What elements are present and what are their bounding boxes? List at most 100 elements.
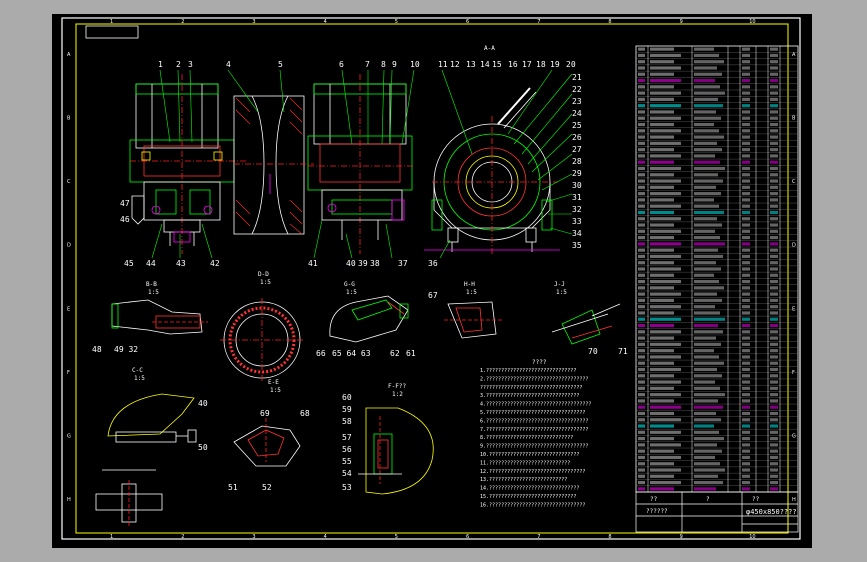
bom-mark bbox=[694, 267, 721, 271]
bom-mark bbox=[694, 254, 723, 259]
note-line: 5.????????????????????????????????? bbox=[480, 410, 585, 416]
bom-mark bbox=[638, 273, 645, 277]
bom-mark bbox=[694, 355, 719, 359]
note-line: 1.?????????????????????????????? bbox=[480, 368, 576, 374]
bom-mark bbox=[650, 474, 674, 478]
bom-mark bbox=[638, 254, 645, 259]
bom-mark bbox=[650, 298, 674, 302]
balloon: 26 bbox=[572, 133, 582, 142]
leader-lines bbox=[151, 69, 573, 259]
svg-text:1:5: 1:5 bbox=[148, 289, 159, 296]
bom-mark bbox=[694, 60, 724, 64]
bom-mark bbox=[638, 116, 645, 120]
zone-col-label: 2 bbox=[181, 534, 184, 540]
bom-mark bbox=[770, 129, 778, 133]
bom-mark bbox=[694, 47, 714, 51]
bom-mark bbox=[742, 154, 750, 158]
bom-mark bbox=[742, 305, 750, 309]
bom-mark bbox=[694, 399, 718, 403]
balloon-lower-ff: 60 59 58 57 56 55 54 53 bbox=[342, 393, 352, 492]
balloon: 50 bbox=[198, 443, 208, 452]
bom-mark bbox=[742, 455, 750, 460]
bom-mark bbox=[638, 455, 645, 460]
balloon: 20 bbox=[566, 60, 576, 69]
bom-mark bbox=[694, 286, 724, 290]
bom-mark bbox=[638, 462, 645, 466]
note-line: 2.?????????????????????????????????? bbox=[480, 376, 588, 382]
balloon: 23 bbox=[572, 97, 582, 106]
title-block: ?? ? ?????? ?? φ450x850???? bbox=[635, 491, 799, 533]
bom-mark bbox=[770, 311, 778, 315]
balloon: 19 bbox=[550, 60, 560, 69]
bom-mark bbox=[770, 418, 778, 422]
bom-mark bbox=[742, 279, 750, 284]
bom-mark bbox=[742, 430, 750, 434]
drawing-number: φ450x850???? bbox=[746, 508, 797, 516]
balloon: 8 bbox=[381, 60, 386, 69]
bom-mark bbox=[638, 418, 645, 422]
detail-bottom-left bbox=[95, 469, 163, 526]
bom-mark bbox=[742, 462, 750, 466]
bom-mark bbox=[638, 229, 645, 233]
bom-mark bbox=[638, 292, 645, 296]
zone-col-label: 8 bbox=[608, 19, 611, 25]
bom-mark bbox=[638, 141, 645, 145]
note-line: 9.?????????????????????????????????? bbox=[480, 444, 588, 450]
bom-mark bbox=[650, 110, 674, 114]
bom-mark bbox=[650, 179, 681, 183]
bom-mark bbox=[742, 374, 750, 378]
bom-mark bbox=[694, 292, 717, 296]
bom-mark bbox=[694, 122, 714, 127]
zone-col-label: 5 bbox=[395, 534, 398, 540]
bom-mark bbox=[742, 267, 750, 271]
bom-mark bbox=[650, 204, 681, 208]
bom-mark bbox=[650, 116, 681, 120]
bom-mark bbox=[694, 110, 716, 114]
bom-mark bbox=[650, 122, 674, 127]
view-label-a-a: A-A bbox=[484, 45, 495, 52]
bom-mark bbox=[742, 66, 750, 70]
bom-mark bbox=[742, 342, 750, 346]
bom-mark bbox=[770, 405, 778, 409]
balloon: 11 bbox=[438, 60, 448, 69]
bom-mark bbox=[638, 342, 645, 346]
bom-mark bbox=[742, 367, 750, 372]
title-cell: ?????? bbox=[646, 508, 668, 515]
bom-mark bbox=[694, 223, 722, 227]
bom-mark bbox=[742, 298, 750, 302]
bom-mark bbox=[770, 47, 778, 51]
zone-row-label: A bbox=[792, 52, 796, 58]
bom-mark bbox=[742, 166, 750, 171]
bom-mark bbox=[742, 53, 750, 57]
bom-mark bbox=[742, 317, 750, 321]
sheet-border bbox=[61, 17, 801, 540]
zone-row-label: F bbox=[792, 370, 795, 376]
balloon: 37 bbox=[398, 259, 408, 268]
bom-mark bbox=[742, 273, 750, 277]
bom-mark bbox=[650, 192, 681, 196]
bom-mark bbox=[638, 85, 645, 89]
bom-mark bbox=[770, 361, 778, 365]
bom-mark bbox=[638, 279, 645, 284]
bom-mark bbox=[650, 236, 674, 240]
zone-row-label: B bbox=[792, 115, 796, 121]
bom-mark bbox=[638, 374, 645, 378]
bom-mark bbox=[694, 204, 719, 208]
bom-mark bbox=[694, 374, 722, 378]
bom-mark bbox=[650, 273, 674, 277]
bom-mark bbox=[650, 380, 681, 384]
bom-mark bbox=[650, 361, 674, 365]
bom-mark bbox=[638, 160, 645, 164]
bom-mark bbox=[770, 248, 778, 252]
balloon: 32 bbox=[572, 205, 582, 214]
bom-mark bbox=[694, 336, 716, 340]
bom-mark bbox=[770, 53, 778, 57]
roll-section bbox=[233, 95, 314, 235]
zone-row-label: F bbox=[67, 370, 70, 376]
bom-mark bbox=[650, 336, 674, 340]
bom-mark bbox=[638, 323, 645, 328]
bom-mark bbox=[638, 298, 645, 302]
bom-mark bbox=[650, 317, 681, 321]
bom-mark bbox=[694, 179, 723, 183]
